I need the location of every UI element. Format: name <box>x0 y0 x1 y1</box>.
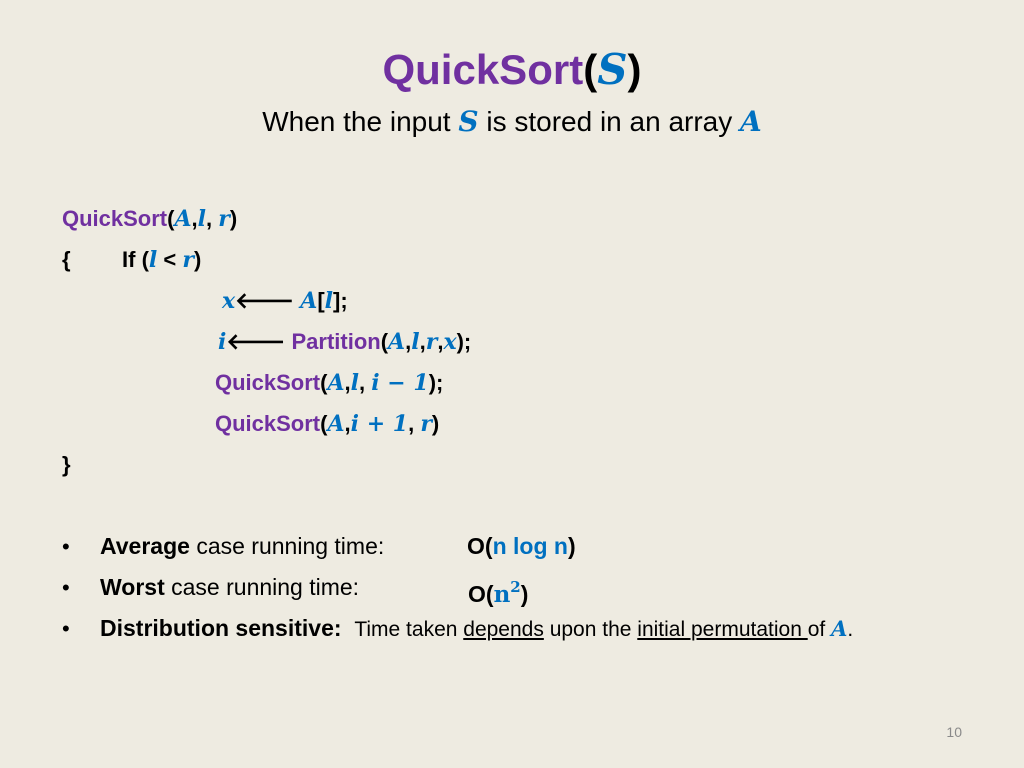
code-line-pivot: x🡐 A[l]; <box>222 288 348 314</box>
bullet-dot-icon: • <box>62 616 70 641</box>
math-variable: n log n <box>492 533 568 559</box>
code-line-signature: QuickSort(A,l, r) <box>62 206 238 232</box>
math-variable: A <box>831 616 848 641</box>
math-variable: r <box>420 411 432 437</box>
math-variable: l <box>197 206 207 232</box>
title-var-s: S <box>597 45 628 94</box>
bullet-dot-icon: • <box>62 534 70 559</box>
math-variable: r <box>425 329 438 355</box>
math-variable: A <box>300 288 318 314</box>
math-variable: l <box>350 370 360 396</box>
left-arrow-icon: 🡐 <box>235 288 295 313</box>
math-variable: A <box>388 329 406 355</box>
math-variable: x <box>222 288 236 314</box>
math-variable: A <box>174 206 192 232</box>
code-line-recurse-right: QuickSort(A,i + 1, r) <box>215 411 440 437</box>
worst-complexity: O(n2) <box>468 578 529 608</box>
math-variable: n <box>493 581 511 608</box>
pseudocode-block: QuickSort(A,l, r) {If (l < r) x🡐 A[l]; i… <box>62 198 472 485</box>
slide-title: QuickSort(S) <box>382 45 642 94</box>
math-variable: A <box>740 105 762 138</box>
math-variable: r <box>218 206 230 232</box>
page-number: 10 <box>946 724 962 740</box>
slide-subtitle: When the input S is stored in an array A <box>262 105 762 138</box>
average-complexity: O(n log n) <box>467 533 576 559</box>
math-variable: i <box>218 329 227 355</box>
math-variable: x <box>443 329 457 355</box>
math-variable: i + 1 <box>350 411 409 437</box>
code-line-partition: i🡐 Partition(A,l,r,x); <box>218 329 472 355</box>
bullet-dot-icon: • <box>62 575 70 600</box>
math-variable: l <box>148 247 158 273</box>
left-arrow-icon: 🡐 <box>226 329 286 354</box>
math-variable: 2 <box>510 578 521 596</box>
math-variable: S <box>458 105 479 138</box>
math-variable: l <box>324 288 334 314</box>
code-line-close: } <box>62 452 71 477</box>
math-variable: r <box>182 247 194 273</box>
code-line-recurse-left: QuickSort(A,l, i − 1); <box>215 370 444 396</box>
math-variable: i − 1 <box>371 370 429 396</box>
math-variable: A <box>327 370 345 396</box>
code-line-if: {If (l < r) <box>62 247 202 273</box>
math-variable: l <box>411 329 420 355</box>
math-variable: A <box>327 411 345 437</box>
